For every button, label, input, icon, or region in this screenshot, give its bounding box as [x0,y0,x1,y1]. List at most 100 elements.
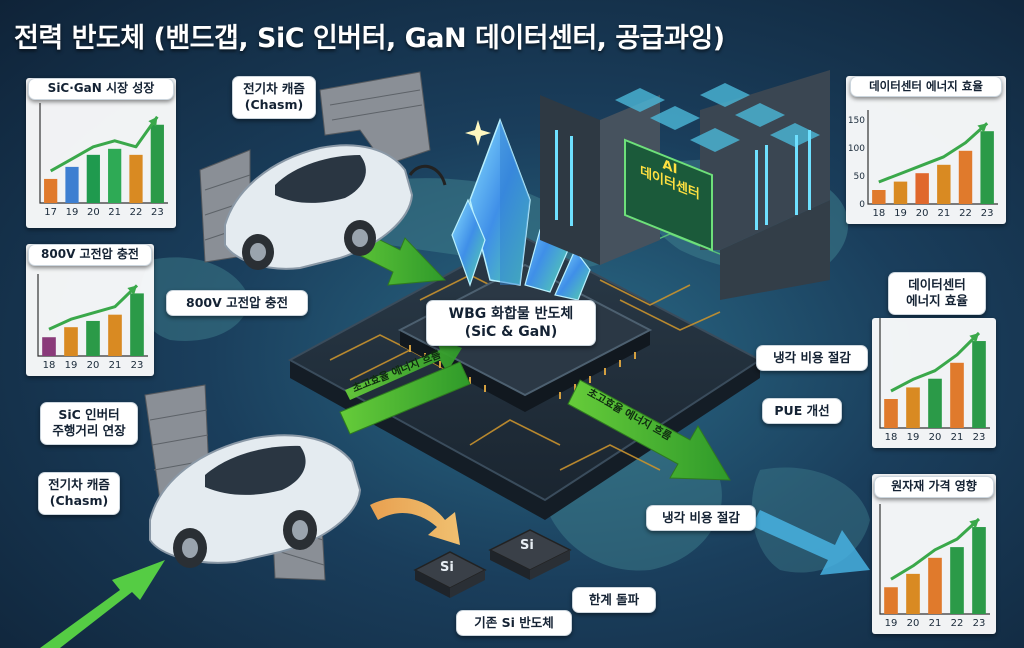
x-tick-label: 23 [973,432,986,443]
callout-limit-break: 한계 돌파 [572,587,656,614]
x-tick-label: 19 [907,432,920,443]
chart-bar [86,154,100,203]
wbg-chip-label-line1: WBG 화합물 반도체 [448,306,574,322]
callout-ev-chasm-top-line1: 전기차 캐즘 [243,81,305,96]
chart-bar [937,164,951,204]
callout-ev-chasm-bottom-line2: (Chasm) [49,493,109,509]
chart-bar [884,399,898,428]
x-tick-label: 22 [130,207,143,218]
si-chip-icon [413,551,487,598]
callout-ev-chasm-top-line2: (Chasm) [244,97,304,113]
chart-bar [928,557,942,614]
chart-bar [972,341,986,428]
x-tick-label: 22 [951,618,964,629]
chart-bar [44,178,58,203]
callout-cooling-bottom: 냉각 비용 절감 [646,505,756,532]
chart-bar [129,154,143,203]
electric-car-icon [224,144,414,270]
chart-bar [884,587,898,614]
si-chip-icon [488,529,572,580]
trend-arrowhead [969,519,979,529]
callout-sic-inverter-line1: SiC 인버터 [58,407,120,422]
y-tick-label: 100 [848,144,865,154]
chart-bar [108,314,122,356]
chart-bar [906,573,920,614]
energy-arrow [345,338,462,400]
callout-dc-efficiency-line1: 데이터센터 [908,277,966,292]
chart-title: SiC·GaN 시장 성장 [28,78,174,100]
chart-bar [108,148,122,203]
x-tick-label: 23 [151,207,164,218]
chart-axis [39,103,168,204]
chart-bar [86,320,100,356]
trend-line [48,284,139,331]
energy-flow-left [339,361,471,435]
chart-bar [150,124,164,203]
x-tick-label: 19 [66,207,79,218]
callout-sic-inverter: SiC 인버터 주행거리 연장 [40,402,138,445]
x-tick-label: 19 [885,618,898,629]
charging-cable [408,164,447,186]
server-screen [624,138,713,252]
x-tick-label: 20 [907,618,920,629]
x-tick-label: 20 [916,208,929,219]
x-tick-label: 18 [885,432,898,443]
callout-cooling-top: 냉각 비용 절감 [756,345,868,372]
wbg-crystal-icon [451,117,591,301]
chart-bar [972,527,986,614]
x-tick-label: 23 [981,208,994,219]
callout-ev-chasm-bottom-line1: 전기차 캐즘 [48,477,110,492]
chart-bar [906,387,920,428]
x-tick-label: 23 [131,360,144,371]
trend-line [890,517,981,581]
chart-svg: 18 19 20 21 23 [879,318,990,443]
chart-bar [130,293,144,356]
x-tick-label: 21 [937,208,950,219]
x-tick-label: 18 [872,208,885,219]
si-chip-label: Si [520,538,534,553]
wbg-chip-label: WBG 화합물 반도체 (SiC & GaN) [426,300,596,347]
blue-arrow [752,510,870,575]
x-tick-label: 19 [894,208,907,219]
x-tick-label: 21 [109,360,122,371]
callout-legacy-si: 기존 Si 반도체 [456,610,572,637]
x-tick-label: 20 [87,360,100,371]
x-tick-label: 21 [108,207,121,218]
chart-axis [867,110,998,205]
trend-arrowhead [969,333,979,343]
chart-bar [64,327,78,356]
y-tick-label: 0 [859,200,865,210]
x-tick-label: 22 [959,208,972,219]
orange-arrow [370,497,460,545]
trend-line [890,331,981,393]
x-tick-label: 19 [65,360,78,371]
x-tick-label: 23 [973,618,986,629]
trend-line [49,115,159,173]
server-lights [555,130,811,230]
x-tick-label: 20 [87,207,100,218]
chart-bar [915,173,929,204]
trend-arrowhead [977,123,988,133]
callout-ev-chasm-top: 전기차 캐즘 (Chasm) [232,76,316,119]
callout-dc-efficiency-line2: 에너지 효율 [906,293,968,309]
callout-dc-efficiency: 데이터센터 에너지 효율 [888,272,986,315]
trend-arrowhead [127,285,137,295]
callout-sic-inverter-line2: 주행거리 연장 [52,423,126,439]
green-ground-arrow [40,560,165,648]
callout-pue: PUE 개선 [762,398,842,425]
x-tick-label: 21 [951,432,964,443]
chart-bar [928,378,942,428]
x-tick-label: 20 [929,432,942,443]
chart-bar [950,547,964,614]
trend-arrowhead [148,116,158,127]
chart-title: 데이터센터 에너지 효율 [850,76,1002,97]
chart-bar [65,166,79,203]
chart-efficiency-trend: 18 19 20 21 23 [872,318,996,448]
